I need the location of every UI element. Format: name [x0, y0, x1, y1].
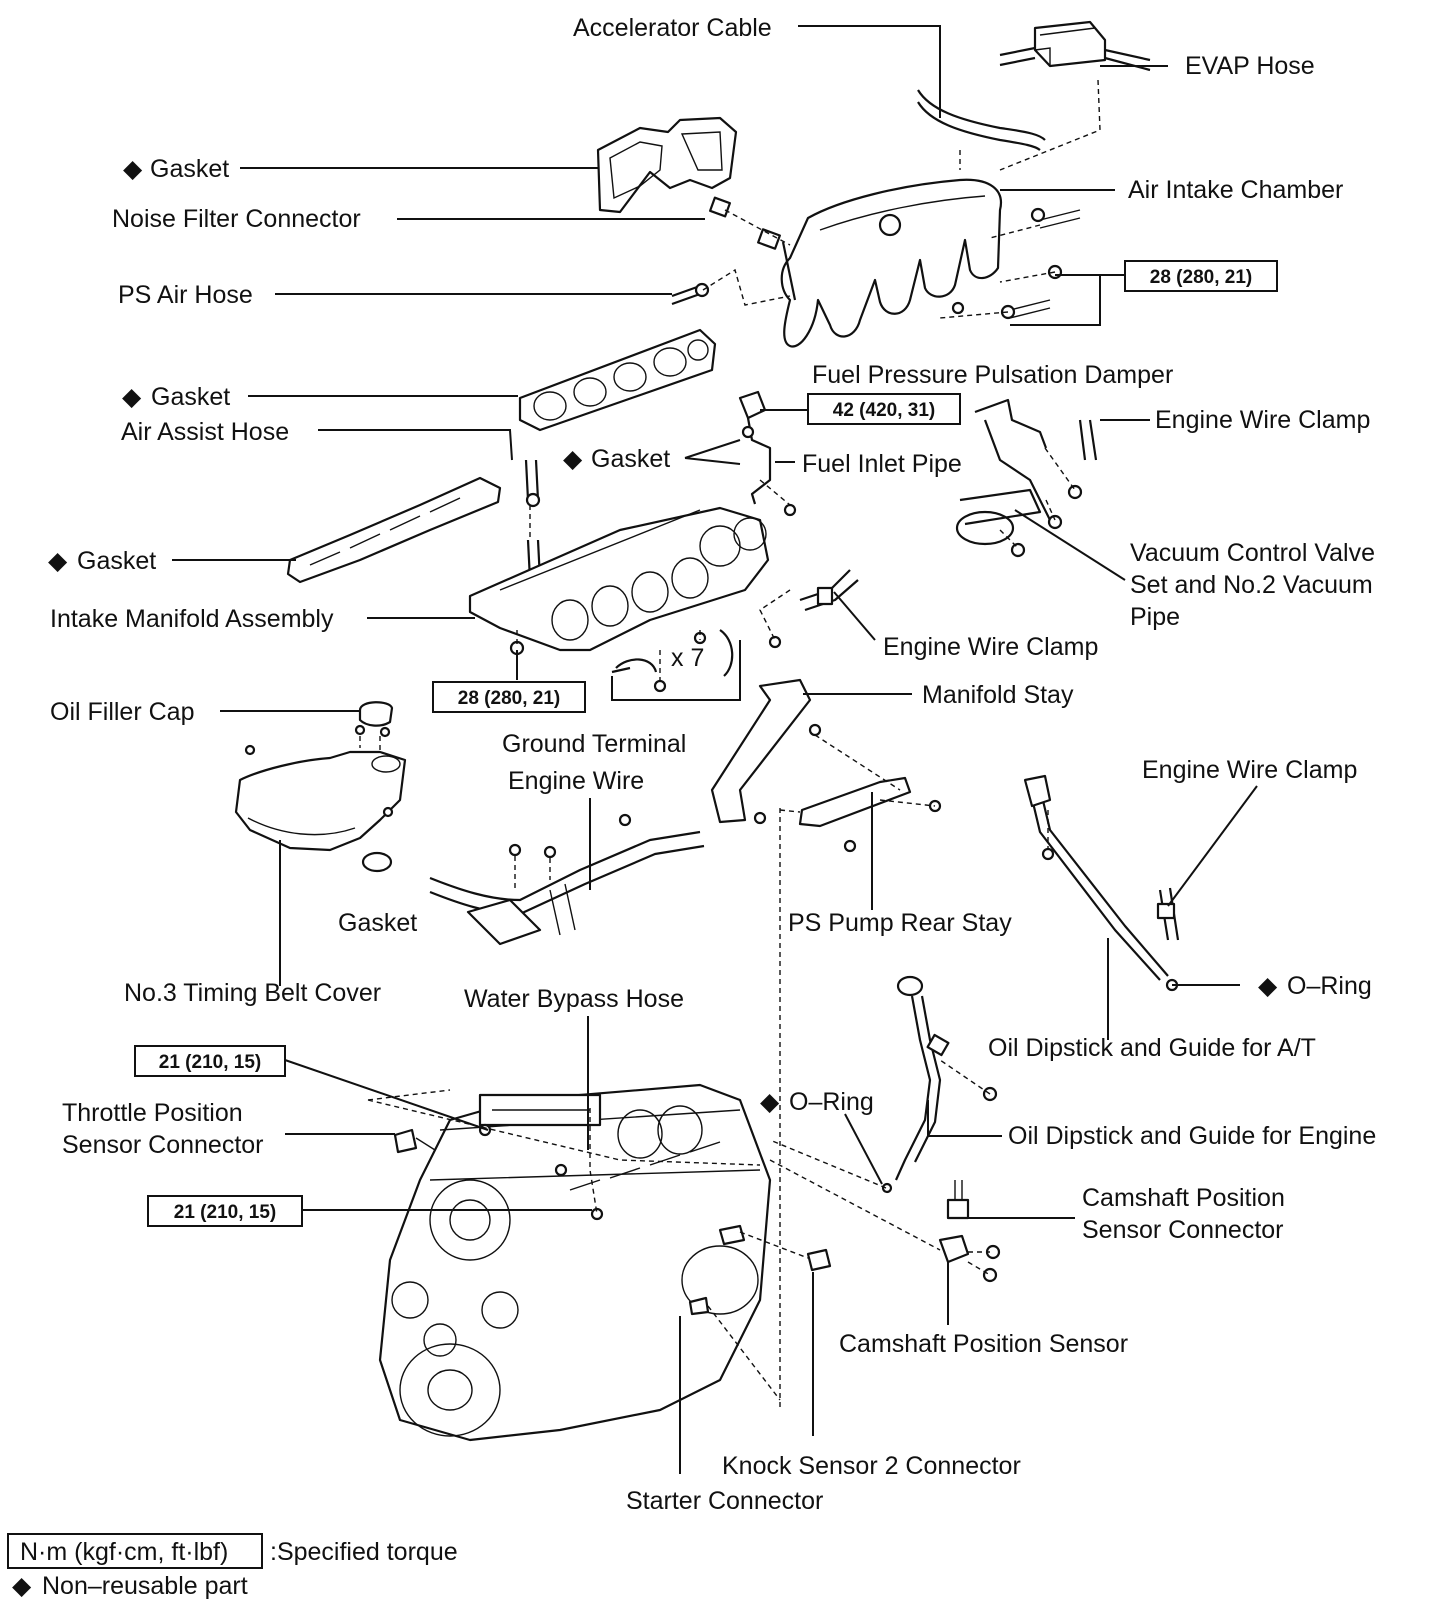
label-vacuum-control-valve-1: Vacuum Control Valve	[1130, 539, 1375, 567]
lower-gasket-part	[286, 476, 502, 584]
label-engine-wire-clamp-2: Engine Wire Clamp	[883, 633, 1098, 661]
engine-wire-part	[429, 813, 705, 946]
torque-spec-chamber: 28 (280, 21)	[1124, 260, 1278, 292]
torque-value: 21 (210, 15)	[174, 1202, 276, 1223]
nonreusable-marker: ◆	[48, 547, 68, 575]
oil-dipstick-engine-part	[881, 975, 998, 1194]
label-engine-wire-clamp-3: Engine Wire Clamp	[1142, 756, 1357, 784]
nonreusable-marker: ◆	[1258, 972, 1278, 1000]
evap-vsv-part	[999, 20, 1151, 72]
leader-lines	[172, 25, 1258, 1474]
camshaft-sensor-part	[938, 1180, 1001, 1283]
label-engine-wire: Engine Wire	[508, 767, 644, 795]
ps-pump-rear-stay-part	[798, 776, 942, 853]
noise-filter-part	[708, 196, 781, 250]
torque-spec-tps-upper: 21 (210, 15)	[134, 1045, 286, 1077]
intake-manifold-part	[468, 506, 770, 656]
label-gasket-mid: Gasket	[151, 383, 230, 411]
label-ps-air-hose: PS Air Hose	[118, 281, 253, 309]
label-o-ring-at: O–Ring	[1287, 972, 1372, 1000]
label-intake-manifold-assembly: Intake Manifold Assembly	[50, 605, 334, 633]
nonreusable-marker: ◆	[122, 383, 142, 411]
label-tps-connector-2: Sensor Connector	[62, 1131, 264, 1159]
legend-nonreusable-text: Non–reusable part	[42, 1572, 248, 1600]
label-fuel-pressure-pulsation-damper: Fuel Pressure Pulsation Damper	[812, 361, 1173, 389]
label-vacuum-control-valve-2: Set and No.2 Vacuum	[1130, 571, 1373, 599]
legend: N·m (kgf·cm, ft·lbf) :Specified torque ◆…	[7, 1533, 458, 1600]
label-accelerator-cable: Accelerator Cable	[573, 14, 772, 42]
label-fuel-inlet-pipe: Fuel Inlet Pipe	[802, 450, 962, 478]
legend-unit-text: N·m (kgf·cm, ft·lbf)	[20, 1538, 228, 1566]
vacuum-control-valve-part	[955, 398, 1098, 558]
label-gasket-top: Gasket	[150, 155, 229, 183]
label-o-ring-engine: O–Ring	[789, 1088, 874, 1116]
label-gasket-cover: Gasket	[338, 909, 417, 937]
manifold-stay-part	[710, 678, 822, 825]
torque-value: 28 (280, 21)	[1150, 267, 1252, 288]
label-no3-timing-belt-cover: No.3 Timing Belt Cover	[124, 979, 381, 1007]
torque-spec-manifold: 28 (280, 21)	[432, 681, 586, 713]
nonreusable-marker: ◆	[563, 445, 583, 473]
legend-torque-box	[7, 1533, 263, 1569]
oil-filler-cap-part	[358, 701, 394, 727]
label-knock-sensor-2-connector: Knock Sensor 2 Connector	[722, 1452, 1021, 1480]
dashed-alignment-lines	[359, 79, 1101, 1410]
label-noise-filter-connector: Noise Filter Connector	[112, 205, 361, 233]
label-camshaft-position-sensor: Camshaft Position Sensor	[839, 1330, 1128, 1358]
oil-dipstick-at-part	[1023, 774, 1179, 992]
torque-value: 21 (210, 15)	[159, 1052, 261, 1073]
label-oil-filler-cap: Oil Filler Cap	[50, 698, 194, 726]
label-gasket-manifold: Gasket	[77, 547, 156, 575]
torque-spec-tps-lower: 21 (210, 15)	[147, 1195, 303, 1227]
label-starter-connector: Starter Connector	[626, 1487, 823, 1515]
timing-belt-cover-part	[234, 724, 407, 873]
air-assist-hose-part	[524, 459, 542, 581]
top-gasket-part	[596, 116, 738, 214]
label-water-bypass-hose: Water Bypass Hose	[464, 985, 684, 1013]
label-tps-connector-1: Throttle Position	[62, 1099, 243, 1127]
engine-block-part	[378, 1083, 832, 1442]
label-oil-dipstick-engine: Oil Dipstick and Guide for Engine	[1008, 1122, 1376, 1150]
torque-value: 42 (420, 31)	[833, 400, 935, 421]
bolts-chamber	[951, 207, 1081, 320]
nonreusable-marker: ◆	[760, 1088, 780, 1116]
air-intake-chamber-part	[780, 178, 1003, 348]
label-vacuum-control-valve-3: Pipe	[1130, 603, 1180, 631]
legend-specified-torque: :Specified torque	[270, 1538, 458, 1566]
fuel-damper-part	[738, 390, 797, 517]
legend-nonreusable-symbol: ◆	[12, 1572, 32, 1600]
mid-gasket-part	[518, 328, 717, 432]
label-ps-pump-rear-stay: PS Pump Rear Stay	[788, 909, 1012, 937]
label-oil-dipstick-at: Oil Dipstick and Guide for A/T	[988, 1034, 1316, 1062]
label-ground-terminal: Ground Terminal	[502, 730, 686, 758]
label-engine-wire-clamp-1: Engine Wire Clamp	[1155, 406, 1370, 434]
nonreusable-marker: ◆	[123, 155, 143, 183]
label-gasket-fuel: Gasket	[591, 445, 670, 473]
label-evap-hose: EVAP Hose	[1185, 52, 1315, 80]
torque-spec-fuel-inlet: 42 (420, 31)	[807, 393, 961, 425]
label-air-assist-hose: Air Assist Hose	[121, 418, 289, 446]
engine-wire-clamp-parts	[799, 569, 1180, 941]
torque-value: 28 (280, 21)	[458, 688, 560, 709]
accelerator-cable-part	[917, 89, 1046, 151]
ps-air-hose-part	[671, 282, 710, 306]
label-manifold-stay: Manifold Stay	[922, 681, 1074, 709]
label-camshaft-connector-2: Sensor Connector	[1082, 1216, 1284, 1244]
label-air-intake-chamber: Air Intake Chamber	[1128, 176, 1343, 204]
label-camshaft-connector-1: Camshaft Position	[1082, 1184, 1285, 1212]
label-x7: x 7	[671, 644, 704, 672]
